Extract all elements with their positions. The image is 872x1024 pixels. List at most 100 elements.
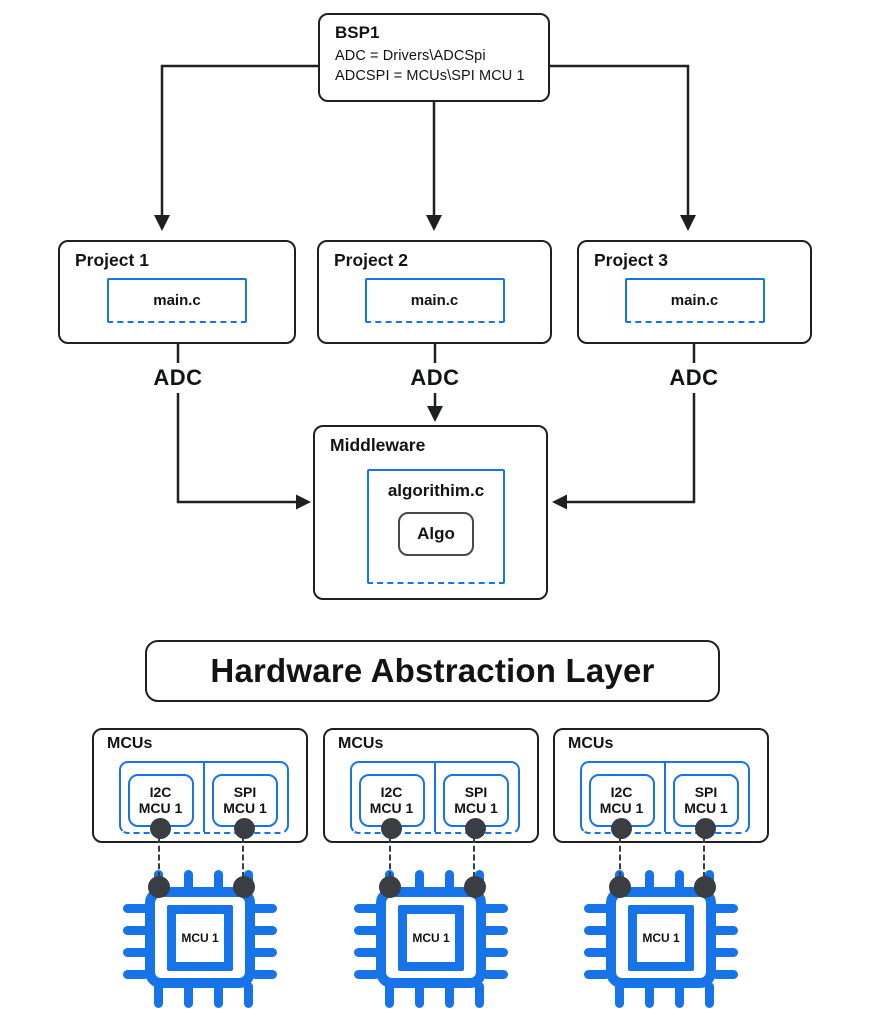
algo-module-box: Algo	[398, 512, 474, 556]
edge-bsp-to-project-3	[550, 64, 690, 216]
chip-pin	[614, 982, 624, 1008]
driver-bus-label: I2C	[149, 783, 172, 800]
mcu-chip-icon: MCU 1	[584, 870, 738, 1008]
chip-pin	[674, 982, 684, 1008]
chip-core-label: MCU 1	[167, 904, 233, 971]
driver-divider	[663, 763, 667, 832]
dashed-connector	[157, 837, 160, 878]
chip-pin	[712, 925, 738, 935]
chip-pin	[414, 870, 424, 896]
chip-pin	[584, 969, 610, 979]
chip-pin	[482, 947, 508, 957]
chip-pin	[123, 925, 149, 935]
chip-pin	[674, 870, 684, 896]
project-1-main-c-file: main.c	[107, 278, 247, 323]
chip-pin	[712, 947, 738, 957]
driver-container: I2C MCU 1 SPI MCU 1	[119, 761, 289, 839]
chip-pin	[123, 947, 149, 957]
mcus-box: MCUs I2C MCU 1 SPI MCU 1	[553, 728, 769, 843]
chip-pin	[123, 969, 149, 979]
driver-container: I2C MCU 1 SPI MCU 1	[580, 761, 750, 839]
dashed-connector	[618, 837, 621, 878]
chip-pin	[354, 969, 380, 979]
driver-bus-label: SPI	[694, 783, 718, 800]
chip-pin	[712, 969, 738, 979]
chip-pin	[444, 870, 454, 896]
file-label: main.c	[153, 292, 201, 309]
dashed-connector	[703, 837, 706, 878]
spi-driver-box: SPI MCU 1	[443, 773, 509, 827]
chip-pin	[354, 903, 380, 913]
bsp-mapping-line: ADC = Drivers\ADCSpi	[335, 48, 486, 64]
spi-driver-box: SPI MCU 1	[212, 773, 278, 827]
chip-pin	[354, 925, 380, 935]
dashed-connector	[242, 837, 245, 878]
chip-core-label: MCU 1	[628, 904, 694, 971]
chip-pin	[482, 903, 508, 913]
chip-pin-dot	[693, 876, 716, 898]
chip-pin-dot	[379, 876, 401, 898]
chip-pin	[482, 925, 508, 935]
chip-pin	[183, 870, 193, 896]
driver-mcu-label: MCU 1	[138, 800, 183, 816]
driver-bus-label: SPI	[233, 783, 257, 800]
driver-bus-label: I2C	[380, 783, 403, 800]
chip-pin	[251, 903, 277, 913]
port-dot	[150, 818, 171, 839]
chip-pin-dot	[609, 876, 631, 898]
edge-project-1-to-middleware	[176, 321, 296, 504]
port-dot	[695, 818, 716, 839]
chip-pin	[384, 982, 394, 1008]
arrowhead-down-icon	[680, 215, 696, 231]
middleware-title: Middleware	[330, 435, 426, 455]
file-label: main.c	[410, 292, 459, 309]
mcus-title: MCUs	[107, 735, 153, 752]
i2c-driver-box: I2C MCU 1	[588, 773, 655, 827]
edge-bsp-to-project-1	[160, 64, 318, 216]
adc-edge-label-2: ADC	[400, 363, 470, 393]
project-2-title: Project 2	[334, 250, 408, 270]
chip-pin	[243, 982, 253, 1008]
chip-core-label: MCU 1	[398, 904, 464, 971]
chip-pin	[644, 982, 654, 1008]
chip-pin	[584, 925, 610, 935]
chip-pin	[251, 947, 277, 957]
edge-project-3-to-middleware	[567, 321, 696, 504]
adc-edge-label-1: ADC	[143, 363, 213, 393]
chip-pin	[474, 982, 484, 1008]
arrowhead-down-icon	[426, 215, 442, 231]
chip-pin	[584, 903, 610, 913]
port-dot	[465, 818, 486, 839]
project-3-box: Project 3 main.c	[577, 240, 812, 344]
mcu-group-2: MCUs I2C MCU 1 SPI MCU 1 MCU 1	[323, 728, 539, 1009]
mcus-box: MCUs I2C MCU 1 SPI MCU 1	[323, 728, 539, 843]
chip-pin	[183, 982, 193, 1008]
mcus-box: MCUs I2C MCU 1 SPI MCU 1	[92, 728, 308, 843]
algorithim-c-file: algorithim.c Algo	[367, 469, 505, 584]
dashed-connector	[473, 837, 476, 878]
chip-pin-dot	[463, 876, 486, 898]
driver-mcu-label: MCU 1	[684, 800, 728, 816]
driver-bus-label: SPI	[464, 783, 488, 800]
arrowhead-down-icon	[427, 406, 443, 422]
chip-pin	[153, 982, 163, 1008]
chip-pin	[644, 870, 654, 896]
project-1-box: Project 1 main.c	[58, 240, 296, 344]
chip-pin	[482, 969, 508, 979]
file-label: algorithim.c	[387, 481, 485, 500]
chip-pin-dot	[148, 876, 170, 898]
chip-body: MCU 1	[145, 887, 255, 988]
i2c-driver-box: I2C MCU 1	[127, 773, 194, 827]
arrowhead-down-icon	[154, 215, 170, 231]
arrowhead-left-icon	[552, 494, 567, 510]
chip-pin	[444, 982, 454, 1008]
bsp-box: BSP1 ADC = Drivers\ADCSpi ADCSPI = MCUs\…	[318, 13, 550, 102]
port-dot	[381, 818, 402, 839]
mcu-group-1: MCUs I2C MCU 1 SPI MCU 1 MCU 1	[92, 728, 308, 1009]
mcu-group-3: MCUs I2C MCU 1 SPI MCU 1 MCU 1	[553, 728, 769, 1009]
middleware-box: Middleware algorithim.c Algo	[313, 425, 548, 600]
chip-body: MCU 1	[376, 887, 486, 988]
chip-pin	[414, 982, 424, 1008]
mcus-title: MCUs	[568, 735, 614, 752]
chip-pin	[251, 969, 277, 979]
